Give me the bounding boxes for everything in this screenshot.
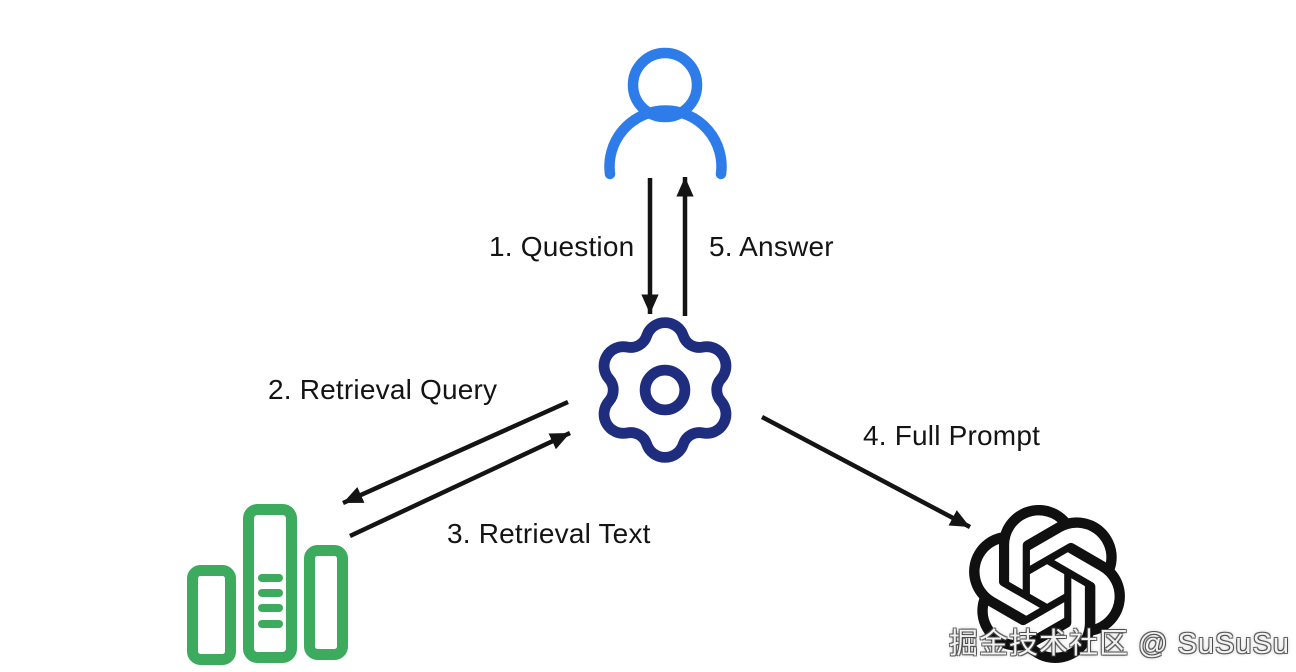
full-prompt-label: 4. Full Prompt [863, 420, 1041, 451]
openai-logo-icon [969, 505, 1125, 663]
answer-label: 5. Answer [709, 231, 834, 262]
retrieval-query-arrow [342, 399, 569, 506]
retrieval-query-label: 2. Retrieval Query [268, 374, 498, 405]
watermark-text: 掘金技术社区 @ SuSuSu [949, 628, 1290, 660]
database-bars-icon [187, 504, 348, 665]
question-label: 1. Question [489, 231, 635, 262]
user-icon [604, 47, 727, 180]
retrieval-text-label: 3. Retrieval Text [447, 518, 651, 549]
gear-icon [598, 317, 732, 463]
